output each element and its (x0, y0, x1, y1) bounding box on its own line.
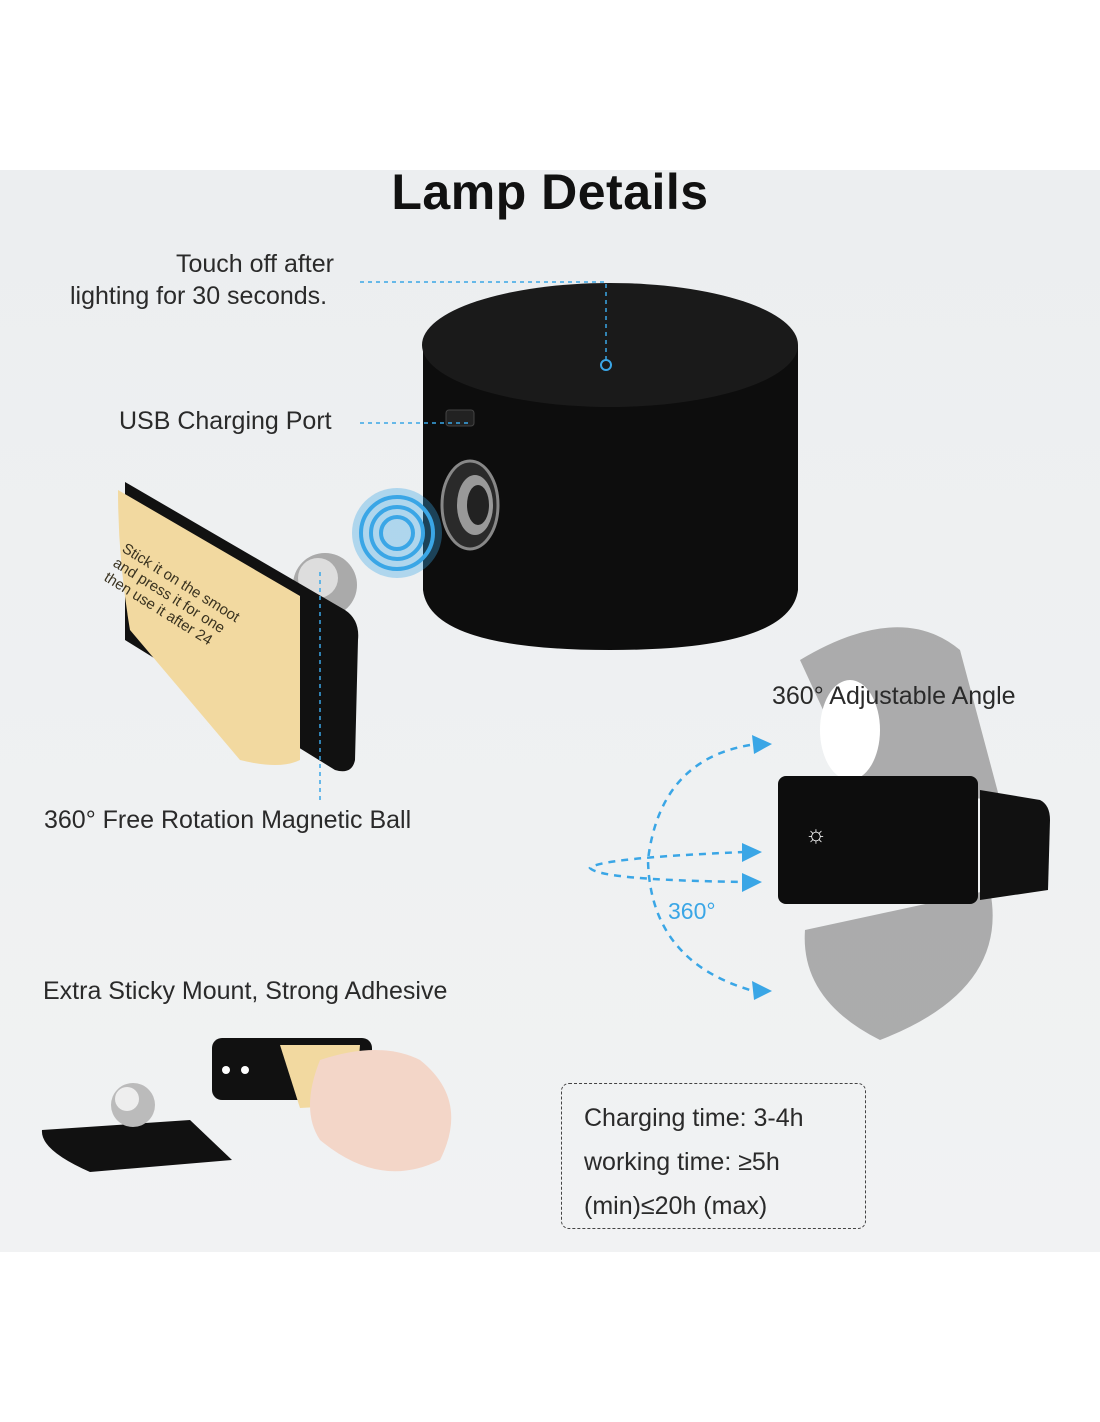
page-title: Lamp Details (391, 164, 709, 220)
lamp-body (422, 283, 798, 650)
touch-label-line2: lighting for 30 seconds. (70, 282, 328, 310)
magnetic-mount (118, 482, 359, 772)
touch-label-line1: Touch off after (176, 250, 334, 278)
rotation-arrows (588, 743, 751, 992)
usb-port-label: USB Charging Port (119, 407, 332, 435)
adjustable-angle-label: 360° Adjustable Angle (772, 682, 1016, 710)
magnet-icon (352, 488, 442, 578)
battery-info-box: Charging time: 3-4h working time: ≥5h (m… (561, 1083, 866, 1229)
rotation-degree-label: 360° (668, 898, 716, 924)
working-time: working time: ≥5h (584, 1148, 780, 1176)
sticky-mount-label: Extra Sticky Mount, Strong Adhesive (43, 977, 448, 1005)
magnetic-ball-label: 360° Free Rotation Magnetic Ball (44, 806, 412, 834)
adhesive-mount-demo (41, 1038, 452, 1172)
leader-lines (319, 281, 607, 800)
rotating-lamp: ☼ (778, 627, 1050, 1040)
usb-port-icon (445, 409, 475, 427)
arrow-heads (742, 735, 772, 1000)
brightness-icon: ☼ (805, 821, 827, 848)
working-time-range: (min)≤20h (max) (584, 1192, 768, 1220)
charging-time: Charging time: 3-4h (584, 1104, 804, 1132)
